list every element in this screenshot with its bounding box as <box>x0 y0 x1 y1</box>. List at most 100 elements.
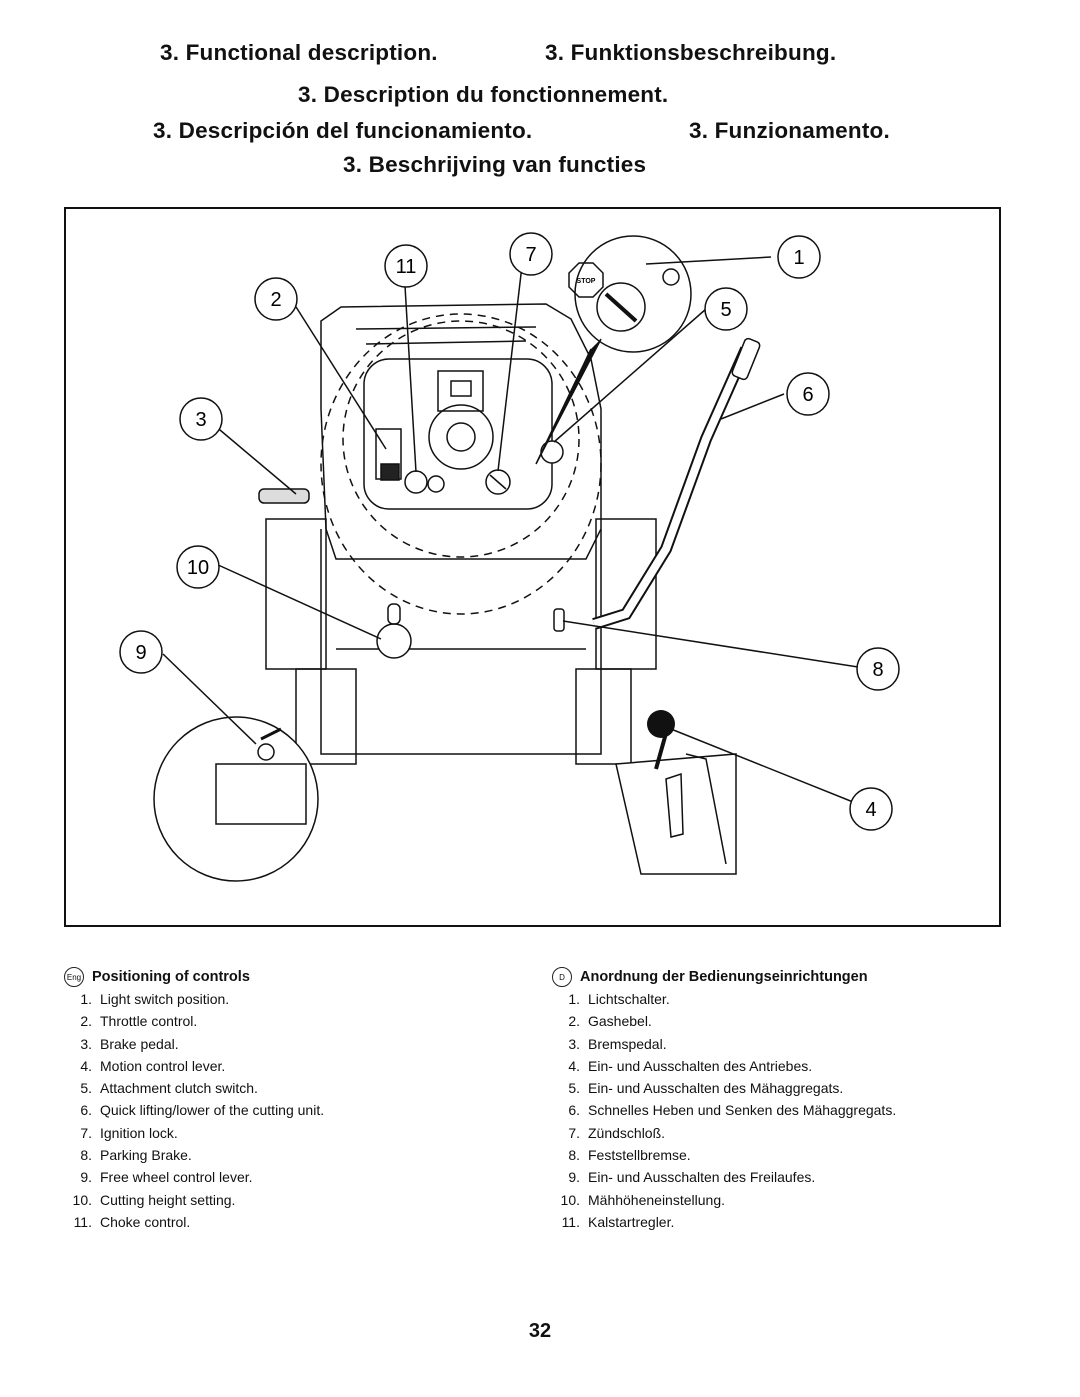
legend-item: 1. Light switch position. <box>64 988 324 1010</box>
callout-2: 2 <box>254 277 298 321</box>
callout-10: 10 <box>176 545 220 589</box>
legend-item: 5.Attachment clutch switch. <box>64 1077 324 1099</box>
legend-item: 11. Kalstartregler. <box>552 1211 896 1233</box>
callout-11: 11 <box>384 244 428 288</box>
legend-item: 2.Throttle control. <box>64 1010 324 1032</box>
callout-number: 11 <box>396 256 417 278</box>
title-nl: 3. Beschrijving van functies <box>343 152 647 177</box>
callout-number: 5 <box>720 299 731 321</box>
legend-item: 8. Feststellbremse. <box>552 1144 896 1166</box>
callout-9: 9 <box>119 630 163 674</box>
legend-item-text: Ein- und Ausschalten des Antriebes. <box>588 1057 813 1074</box>
legend-item: 11. Choke control. <box>64 1211 324 1233</box>
legend-de-title: Anordnung der Bedienungseinrichtungen <box>580 969 868 985</box>
legend-item: 4. Motion control lever. <box>64 1055 324 1077</box>
title-de: 3. Funktionsbeschreibung. <box>545 40 837 65</box>
legend-item-number: 8. <box>568 1147 580 1164</box>
legend-item: 3.Brake pedal. <box>64 1033 324 1055</box>
callout-number: 6 <box>802 384 813 406</box>
legend-item-text: Schnelles Heben und Senken des Mähaggreg… <box>588 1102 897 1119</box>
legend-item: 8. Parking Brake. <box>64 1144 324 1166</box>
legend-item-number: 11. <box>73 1213 92 1230</box>
legend-item-text: Lichtschalter. <box>588 991 670 1007</box>
legend-item: 6. Schnelles Heben und Senken des Mähaggr… <box>552 1099 896 1121</box>
legend-item-number: 9. <box>568 1169 580 1186</box>
legend-item-number: 3. <box>568 1035 580 1052</box>
legend-item-text: Motion control lever. <box>100 1057 226 1074</box>
title-fr: 3. Description du fonctionnement. <box>298 82 669 107</box>
legend-item-text: Parking Brake. <box>100 1147 192 1164</box>
legend-item-number: 4. <box>568 1057 580 1074</box>
legend-item: 5. Ein- und Ausschalten des Mähaggregats. <box>552 1077 896 1099</box>
legend-item-number: 1. <box>80 991 92 1007</box>
callout-7: 7 <box>509 232 553 276</box>
legend-de-list: 1. Lichtschalter. 2. Gashebel. 3. Bremspedal.… <box>552 988 897 1233</box>
callout-group: 1 2 3 4 5 6 7 8 9 10 11 <box>119 232 900 831</box>
legend-item-text: Ignition lock. <box>100 1124 178 1141</box>
legend-item-text: Cutting height setting. <box>100 1191 236 1208</box>
legend-item-number: 8. <box>80 1147 92 1164</box>
legend-item-number: 2. <box>568 1013 580 1030</box>
callout-number: 3 <box>195 409 206 431</box>
language-badge-de: D <box>552 967 572 987</box>
language-badge-en: Eng <box>64 967 84 987</box>
legend-item-number: 7. <box>80 1124 92 1141</box>
legend-de-heading: D Anordnung der Bedienungseinrichtungen <box>552 966 896 988</box>
legend-item-text: Mähhöheneinstellung. <box>588 1191 725 1208</box>
legend-item: 1. Lichtschalter. <box>552 988 896 1010</box>
legend-item-number: 11. <box>561 1213 580 1230</box>
legend-item-text: Choke control. <box>100 1213 191 1230</box>
callout-5: 5 <box>704 287 748 331</box>
legend-item-text: Ein- und Ausschalten des Mähaggregats. <box>588 1080 844 1097</box>
legend-item-number: 1. <box>568 991 580 1007</box>
callout-4: 4 <box>849 787 893 831</box>
callout-number: 10 <box>187 557 209 579</box>
legend-item-number: 10. <box>72 1191 92 1208</box>
legend-item: 7. Ignition lock. <box>64 1122 324 1144</box>
callout-1: 1 <box>777 235 821 279</box>
legend-item-number: 4. <box>80 1057 92 1074</box>
legend-item: 9. Free wheel control lever. <box>64 1166 324 1188</box>
legend-en-list: 1. Light switch position. 2.Throttle contr… <box>64 988 325 1233</box>
legend-item: 2. Gashebel. <box>552 1010 896 1032</box>
legend-item-number: 6. <box>80 1102 92 1119</box>
legend-item: 4. Ein- und Ausschalten des Antriebes. <box>552 1055 896 1077</box>
legend-english: Eng Positioning of controls 1. Light swit… <box>64 966 324 1233</box>
legend-item-text: Quick lifting/lower of the cutting unit. <box>100 1102 325 1119</box>
callout-3: 3 <box>179 397 223 441</box>
callout-number: 2 <box>270 289 281 311</box>
legend-item-text: Light switch position. <box>100 991 230 1007</box>
legend-item-text: Ein- und Ausschalten des Freilaufes. <box>588 1169 816 1186</box>
legend-item: 10. Cutting height setting. <box>64 1189 324 1211</box>
callout-6: 6 <box>786 372 830 416</box>
legend-item-number: 6. <box>568 1102 580 1119</box>
legend-item-number: 9. <box>80 1169 92 1186</box>
legend-item-number: 10. <box>560 1191 580 1208</box>
legend-german: D Anordnung der Bedienungseinrichtungen … <box>552 966 896 1233</box>
legend-item-number: 5. <box>568 1080 580 1097</box>
legend-item-number: 5. <box>80 1080 92 1097</box>
legend-item-text: Kalstartregler. <box>588 1213 675 1230</box>
legend-item-text: Feststellbremse. <box>588 1147 691 1164</box>
legend-item-text: Free wheel control lever. <box>100 1169 253 1186</box>
callout-number: 4 <box>865 799 876 821</box>
legend-item-text: Gashebel. <box>588 1013 652 1030</box>
legend-item: 7. Zündschloß. <box>552 1122 896 1144</box>
legend-item-text: Bremspedal. <box>588 1035 667 1052</box>
title-en: 3. Functional description. <box>160 40 438 65</box>
legend-item-text: Throttle control. <box>100 1013 198 1030</box>
legend-item: 3. Bremspedal. <box>552 1033 896 1055</box>
page-number: 32 <box>528 1320 552 1342</box>
callout-number: 7 <box>525 244 536 266</box>
title-es: 3. Descripción del funcionamiento. <box>153 118 533 143</box>
legend-item-number: 3. <box>80 1035 92 1052</box>
legend-item-text: Zündschloß. <box>588 1124 666 1141</box>
callout-8: 8 <box>856 647 900 691</box>
title-it: 3. Funzionamento. <box>689 118 890 143</box>
legend-item: 10. Mähhöheneinstellung. <box>552 1189 896 1211</box>
legend-en-heading: Eng Positioning of controls <box>64 966 324 988</box>
legend-en-title: Positioning of controls <box>92 969 250 985</box>
legend-item-number: 7. <box>568 1124 580 1141</box>
